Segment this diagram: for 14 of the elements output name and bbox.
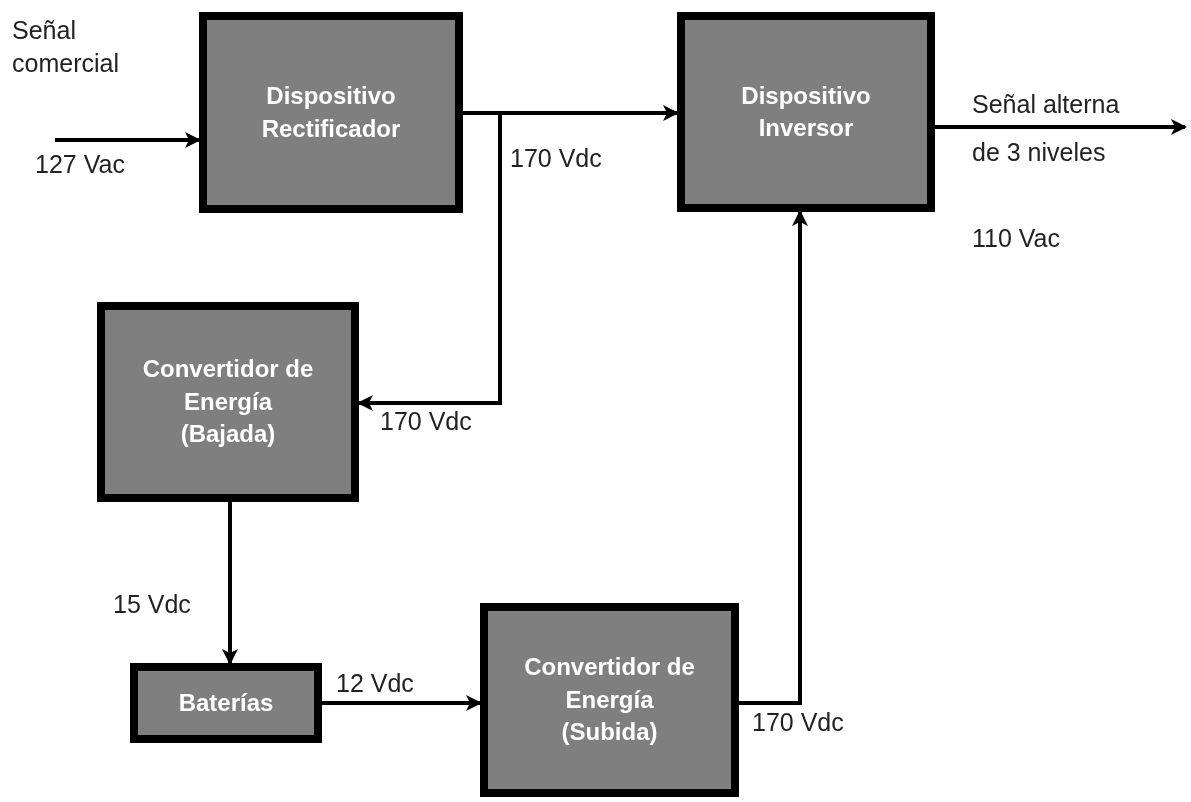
converter-block: Convertidor de Energía (Bajada) <box>97 302 359 502</box>
converter-block: Convertidor de Energía (Subida) <box>480 603 739 797</box>
arrow <box>322 695 482 711</box>
arrow <box>739 210 808 705</box>
voltage-label: 110 Vac <box>972 223 1062 254</box>
rectifier-block: Dispositivo Rectificador <box>199 12 463 213</box>
signal-label: Señal alterna de 3 niveles <box>972 89 1121 168</box>
arrow <box>55 132 201 148</box>
arrow <box>935 119 1187 135</box>
arrow <box>222 502 238 665</box>
voltage-label: 127 Vac <box>35 149 126 180</box>
signal-label: Señal comercial <box>12 15 120 79</box>
battery-block: Baterías <box>130 663 322 743</box>
inverter-block: Dispositivo Inversor <box>677 12 935 212</box>
